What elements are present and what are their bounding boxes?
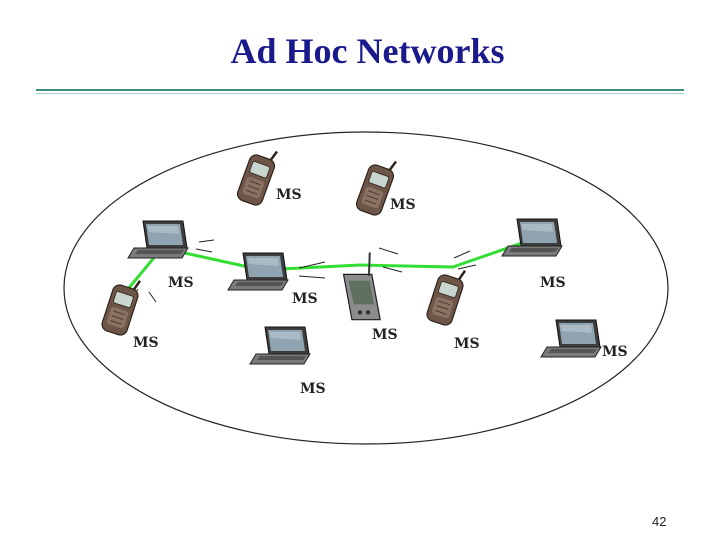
node-label-ms: MS <box>133 335 159 351</box>
title-divider <box>36 89 684 91</box>
node-phone-top-center: MS <box>353 152 416 219</box>
laptop-icon <box>501 218 563 257</box>
node-laptop-right-bottom: MS <box>540 319 628 360</box>
node-phone-left: MS <box>98 272 159 351</box>
node-label-ms: MS <box>168 275 194 291</box>
cell-phone-icon <box>98 272 145 339</box>
network-boundary-ellipse <box>63 131 669 445</box>
slide-title: Ad Hoc Networks <box>230 31 505 71</box>
node-laptop-left: MS <box>127 220 194 291</box>
node-phone-top-left: MS <box>234 142 302 209</box>
node-laptop-center: MS <box>227 252 318 307</box>
node-label-ms: MS <box>292 291 318 307</box>
node-label-ms: MS <box>602 344 628 360</box>
node-label-ms: MS <box>454 336 480 352</box>
page-number: 42 <box>652 514 667 529</box>
node-label-ms: MS <box>390 197 416 213</box>
wireless-link-pda-center-to-phone-right <box>358 263 455 269</box>
cell-phone-icon <box>234 142 282 209</box>
network-nodes: MS MS MS MS MS MS MS MS MS MS <box>98 142 628 397</box>
laptop-icon <box>540 319 602 358</box>
node-laptop-bottom: MS <box>249 326 326 397</box>
cell-phone-icon <box>423 262 470 329</box>
pda-icon <box>340 251 382 325</box>
node-label-ms: MS <box>276 187 302 203</box>
laptop-icon <box>227 252 289 291</box>
laptop-icon <box>127 220 189 259</box>
node-phone-right: MS <box>423 262 480 352</box>
title-divider-accent <box>36 93 684 94</box>
node-pda-center: MS <box>340 251 398 343</box>
signal-ticks <box>130 239 477 303</box>
node-label-ms: MS <box>372 327 398 343</box>
node-label-ms: MS <box>540 275 566 291</box>
node-label-ms: MS <box>300 381 326 397</box>
node-laptop-right-top: MS <box>501 218 566 291</box>
laptop-icon <box>249 326 311 365</box>
